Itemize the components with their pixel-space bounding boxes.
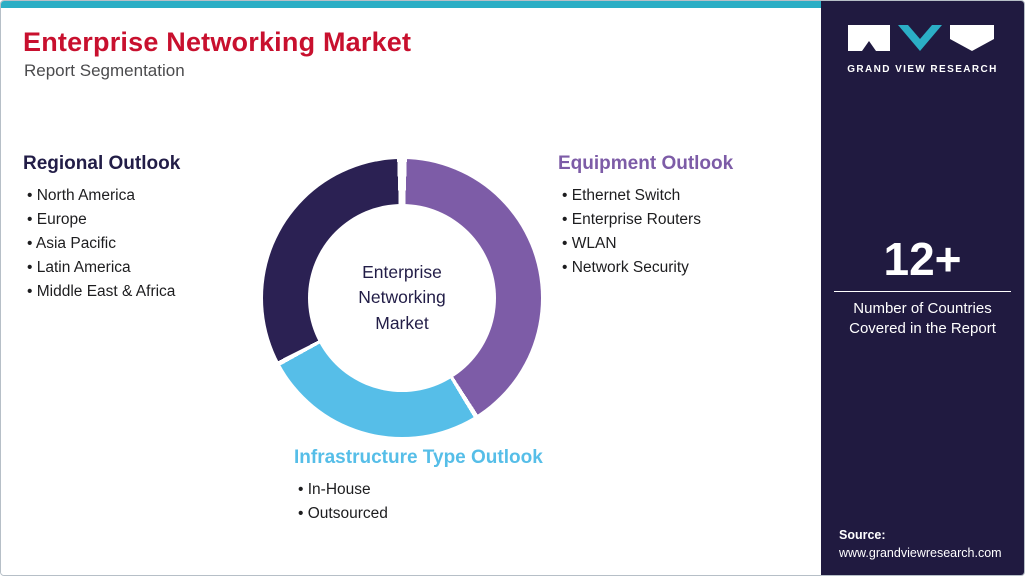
infrastructure-outlook-section: Infrastructure Type Outlook In-House Out… (294, 447, 543, 526)
stat-value: 12+ (883, 233, 962, 285)
infrastructure-outlook-title: Infrastructure Type Outlook (294, 447, 543, 468)
list-item: North America (27, 184, 263, 208)
donut-center-label: Enterprise Networking Market (358, 261, 446, 333)
sidebar: GRAND VIEW RESEARCH 12+ Number of Countr… (821, 1, 1024, 575)
equipment-outlook-section: Equipment Outlook Ethernet Switch Enterp… (558, 153, 788, 280)
regional-outlook-list: North America Europe Asia Pacific Latin … (23, 184, 263, 304)
page-subtitle: Report Segmentation (24, 61, 185, 80)
equipment-outlook-list: Ethernet Switch Enterprise Routers WLAN … (558, 184, 788, 280)
main-panel: Enterprise Networking Market Report Segm… (1, 1, 821, 575)
list-item: Europe (27, 208, 263, 232)
source-block: Source: www.grandviewresearch.com (839, 528, 1002, 560)
stat-divider (834, 291, 1011, 292)
equipment-outlook-title: Equipment Outlook (558, 153, 734, 174)
list-item: Latin America (27, 256, 263, 280)
infrastructure-outlook-list: In-House Outsourced (294, 478, 543, 526)
regional-outlook-section: Regional Outlook North America Europe As… (23, 153, 263, 304)
donut-chart: Enterprise Networking Market (263, 159, 541, 437)
top-accent-bar (1, 1, 821, 8)
stat-label: Number of Countries Covered in the Repor… (849, 300, 996, 337)
regional-outlook-title: Regional Outlook (23, 153, 181, 174)
grand-view-research-logo (847, 25, 994, 51)
list-item: Asia Pacific (27, 232, 263, 256)
list-item: WLAN (562, 232, 788, 256)
countries-stat: 12+ Number of Countries Covered in the R… (821, 236, 1024, 339)
list-item: Ethernet Switch (562, 184, 788, 208)
source-label: Source: (839, 528, 886, 542)
list-item: Middle East & Africa (27, 280, 263, 304)
brand-block: GRAND VIEW RESEARCH (821, 25, 1024, 75)
list-item: Outsourced (298, 502, 543, 526)
source-url: www.grandviewresearch.com (839, 546, 1002, 560)
list-item: In-House (298, 478, 543, 502)
list-item: Enterprise Routers (562, 208, 788, 232)
donut-hole: Enterprise Networking Market (308, 204, 496, 392)
brand-name: GRAND VIEW RESEARCH (847, 64, 998, 75)
list-item: Network Security (562, 256, 788, 280)
page-title: Enterprise Networking Market (23, 27, 412, 57)
